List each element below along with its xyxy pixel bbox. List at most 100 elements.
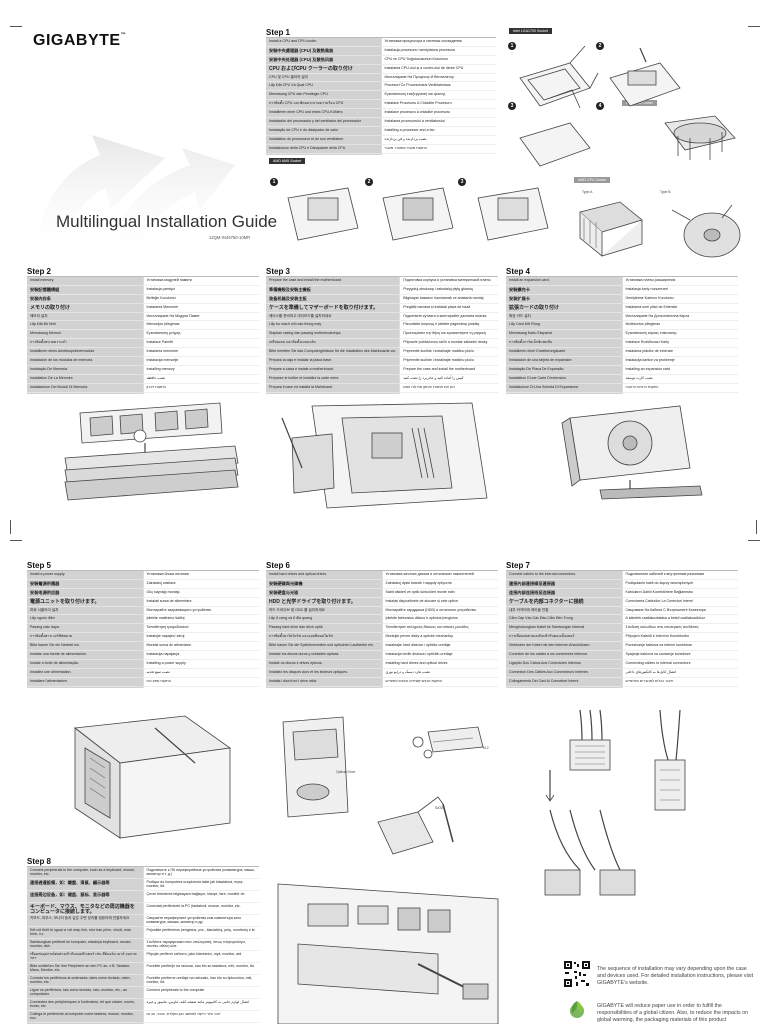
motherboard-illustration bbox=[281, 402, 488, 509]
step2-right-row: Инсталиране На Модули Памет bbox=[143, 313, 259, 322]
step8-left-row: Bitte schließen Sie Ihre Peripherie an d… bbox=[27, 963, 143, 975]
step7-rule bbox=[506, 570, 738, 571]
step2-right-row: Instalacja pamięci bbox=[143, 286, 259, 295]
step7-left-row: 连接内部连接线至连接器 bbox=[506, 589, 622, 598]
step2-left-row: 安裝記憶體模組 bbox=[27, 286, 143, 295]
step6-left-row: 하드 드라이브 및 ODD 를 설치하세요 bbox=[266, 607, 382, 616]
step1-right-row: Instalace Procesoru A Chladiče Procesoru bbox=[381, 100, 496, 110]
step7-left-row: Verbinden der Kabel mit den internen Ans… bbox=[506, 642, 622, 652]
step7-title: Step 7 bbox=[506, 561, 531, 570]
step3-left-row: 케이스를 준비하고 마더보드를 설치하세요 bbox=[266, 313, 400, 322]
installation-note: The sequence of installation may vary de… bbox=[597, 966, 754, 986]
step6-right-col: Установка жестких дисков и оптических на… bbox=[381, 571, 498, 688]
qr-code[interactable] bbox=[563, 960, 591, 988]
step6-right-row: Монтирайте харддиска (HDD) и оптичното у… bbox=[382, 607, 498, 616]
step3-left-row: ケースを準備してマザーボードを取り付けます。 bbox=[266, 304, 400, 313]
step1-left-row: 安装中央处理器 (CPU) 及散热风扇 bbox=[266, 56, 381, 65]
step6-right-row: התקנת כוננים קשיחים וכוננים אופטיים bbox=[382, 678, 498, 687]
step8-left-row: 連接週邊設備，如：鍵盤、滑鼠、顯示器等 bbox=[27, 879, 143, 891]
step4-right-row: Инсталиране На Допълнителна Карта bbox=[622, 313, 738, 322]
step1-right-row: Instalarea CPU-ului şi a cooler-ului de … bbox=[381, 65, 496, 74]
step2-right-row: התקנת זיכרון bbox=[143, 384, 259, 393]
step8-left-row: Collega le periferiche al computer come … bbox=[27, 1011, 143, 1023]
step2-rule bbox=[27, 276, 259, 277]
step1-right-row: Procesori Čo Procesoriaus Ventiliatoriau… bbox=[381, 82, 496, 92]
step8-right-row: Conectați perifericele la PC (tastatură,… bbox=[143, 903, 259, 915]
step1-marker-1: 1 bbox=[508, 42, 516, 50]
step8-right-row: Connect peripherals to the computer bbox=[143, 987, 259, 999]
step4-left-row: Instalación de una tarjeta de expansión bbox=[506, 357, 622, 366]
step6-right-row: Zainstaluj dyski twarde i napędy optyczn… bbox=[382, 580, 498, 589]
memory-illustration bbox=[64, 402, 239, 501]
step1-left-row: Instalación del procesador y del ventila… bbox=[266, 118, 381, 127]
step5-right-row: Instalați sursa de alimentare. bbox=[143, 598, 259, 607]
step7-right-row: Podłączanie kabli do złączy wewnętrznych bbox=[622, 580, 738, 589]
step6-left-row: Pasang hard drive dan drive optik. bbox=[266, 624, 382, 634]
amd-marker-2: 2 bbox=[365, 178, 373, 186]
step1-left-row: Installieren einer CPU und eines CPU-Küh… bbox=[266, 109, 381, 119]
step7-right-row: Připojení Kabelů k Interním Konektorům bbox=[622, 633, 738, 643]
step6-left-row: 安裝硬碟與光碟機 bbox=[266, 580, 382, 589]
step8-left-col: Connect peripherals to the computer, suc… bbox=[27, 867, 143, 1024]
step4-left-col: Install an expansion card.安裝擴充卡安装扩展卡拡張カー… bbox=[506, 277, 622, 394]
step8-left-row: Conecte los periféricos al ordenador, ta… bbox=[27, 975, 143, 987]
step2-left-row: Instalação De Memória bbox=[27, 366, 143, 375]
peripherals-illustration bbox=[277, 883, 499, 1024]
crop-mark-ml bbox=[10, 520, 22, 534]
step1-left-row: Installation du processeur et de son ven… bbox=[266, 136, 381, 145]
step6-left-row: การติดตั้งฮาร์ดไดร์ฟ และออปติคอลไดร์ฟ bbox=[266, 633, 382, 643]
step4-left-row: Installazione Di Una Scheda Di Espansion… bbox=[506, 384, 622, 393]
step6-rule bbox=[266, 570, 498, 571]
step7-right-row: Kabloların Dahili Konektörlere Bağlanmas… bbox=[622, 589, 738, 598]
step4-right-row: התקנת כרטיס הרחבה bbox=[622, 384, 738, 393]
eco-leaf-icon bbox=[570, 1001, 584, 1018]
step3-right-row: کیس را آماده کنید و مادربرد را نصب کنید bbox=[400, 375, 498, 384]
step7-right-row: Свързване На Кабели С Вътрешните Конекто… bbox=[622, 607, 738, 616]
step5-right-row: نصب منبع تغذیه bbox=[143, 669, 259, 678]
step8-right-col: Подключите к ПК периферийные устройства … bbox=[142, 867, 259, 1024]
step2-left-row: Lắp Đặt Bộ Nhớ bbox=[27, 321, 143, 331]
step4-right-row: Genişletme Kartının Kurulumu bbox=[622, 295, 738, 304]
step8-right-row: חבר ציוד היקפי למחשב כגון מקלדת, עכבר, צ… bbox=[143, 1011, 259, 1023]
step3-left-row: Prepara il case ed installa la Mainboard bbox=[266, 384, 400, 393]
step1-left-row: การติดตั้ง CPU และพัดลมระบายความร้อน CPU bbox=[266, 100, 381, 110]
step1-right-row: نصب پردازنده و فن پردازنده bbox=[381, 136, 496, 145]
step1-right-row: Instalace procesoru a chladiče procesoru bbox=[381, 109, 496, 119]
step2-left-row: Installieren eines Arbeitsspeichermoduls bbox=[27, 348, 143, 358]
step1-language-table: Install a CPU and CPU cooler.安裝中央處理器 (CP… bbox=[266, 38, 496, 155]
step2-left-row: Memasang Memori bbox=[27, 330, 143, 340]
step1-right-row: Installing a processor and a fan bbox=[381, 127, 496, 136]
step3-right-col: Подготовка корпуса и установка материнск… bbox=[399, 277, 498, 394]
crop-mark-bl bbox=[10, 540, 22, 552]
step5-left-row: Instale a fonte de alimentação. bbox=[27, 660, 143, 669]
step3-left-row: Prepare the case and install the motherb… bbox=[266, 277, 400, 286]
step1-marker-3: 3 bbox=[508, 102, 516, 110]
step8-left-row: キーボード、マウス、モニタなどの周辺機器をコンピュータに接続します。 bbox=[27, 903, 143, 915]
step3-left-row: Bitte bereiten Sie das Computergehäuse f… bbox=[266, 348, 400, 358]
step3-left-row: 準備機殼及安裝主機板 bbox=[266, 286, 400, 295]
step4-title: Step 4 bbox=[506, 267, 531, 276]
step8-right-row: Συνδέστε περιφερειακά στον υπολογιστή, ό… bbox=[143, 939, 259, 951]
step6-left-row: Installez les disques durs et les lecteu… bbox=[266, 669, 382, 678]
step6-right-row: Instalacija tvrdih diskova i optičkih ur… bbox=[382, 651, 498, 660]
step7-left-row: Connect cables to the internal connector… bbox=[506, 571, 622, 580]
step8-right-row: Podłącz do komputera urządzenia takie ja… bbox=[143, 879, 259, 891]
step7-right-row: Povezivanje kablova na interne konektore bbox=[622, 642, 738, 652]
optical-drive-label: Optical Drive bbox=[336, 770, 356, 774]
step6-title: Step 6 bbox=[266, 561, 291, 570]
step4-left-row: Lắp Card Mở Rộng bbox=[506, 321, 622, 331]
step5-left-row: Lắp nguồn điện bbox=[27, 615, 143, 625]
step4-left-row: การติดตั้งการ์ดเอ็กซ์แพนชั่น bbox=[506, 339, 622, 349]
step7-right-row: Conectarea Cablurilor La Conectori Inter… bbox=[622, 598, 738, 607]
step3-left-col: Prepare the case and install the motherb… bbox=[266, 277, 400, 394]
step1-right-row: CPU ve CPU Soğutucusunun Kurulumu bbox=[381, 56, 496, 65]
step7-left-row: Ligação Dos Cabos Aos Conectores Interno… bbox=[506, 660, 622, 669]
step7-right-row: اتصال کابل‌ها به کانکتورهای داخلی bbox=[622, 669, 738, 678]
step7-left-row: การเชื่อมต่อสายเคเบิลเข้ากับคอนเน็คเตอร์ bbox=[506, 633, 622, 643]
step7-left-row: Collegamento Dei Cavi Ai Connettori Inte… bbox=[506, 678, 622, 687]
step2-left-row: Installation De La Mémoire bbox=[27, 375, 143, 384]
step5-left-row: 安裝電源供應器 bbox=[27, 580, 143, 589]
step7-right-col: Подключение кабелей к внутренним разъема… bbox=[621, 571, 738, 688]
